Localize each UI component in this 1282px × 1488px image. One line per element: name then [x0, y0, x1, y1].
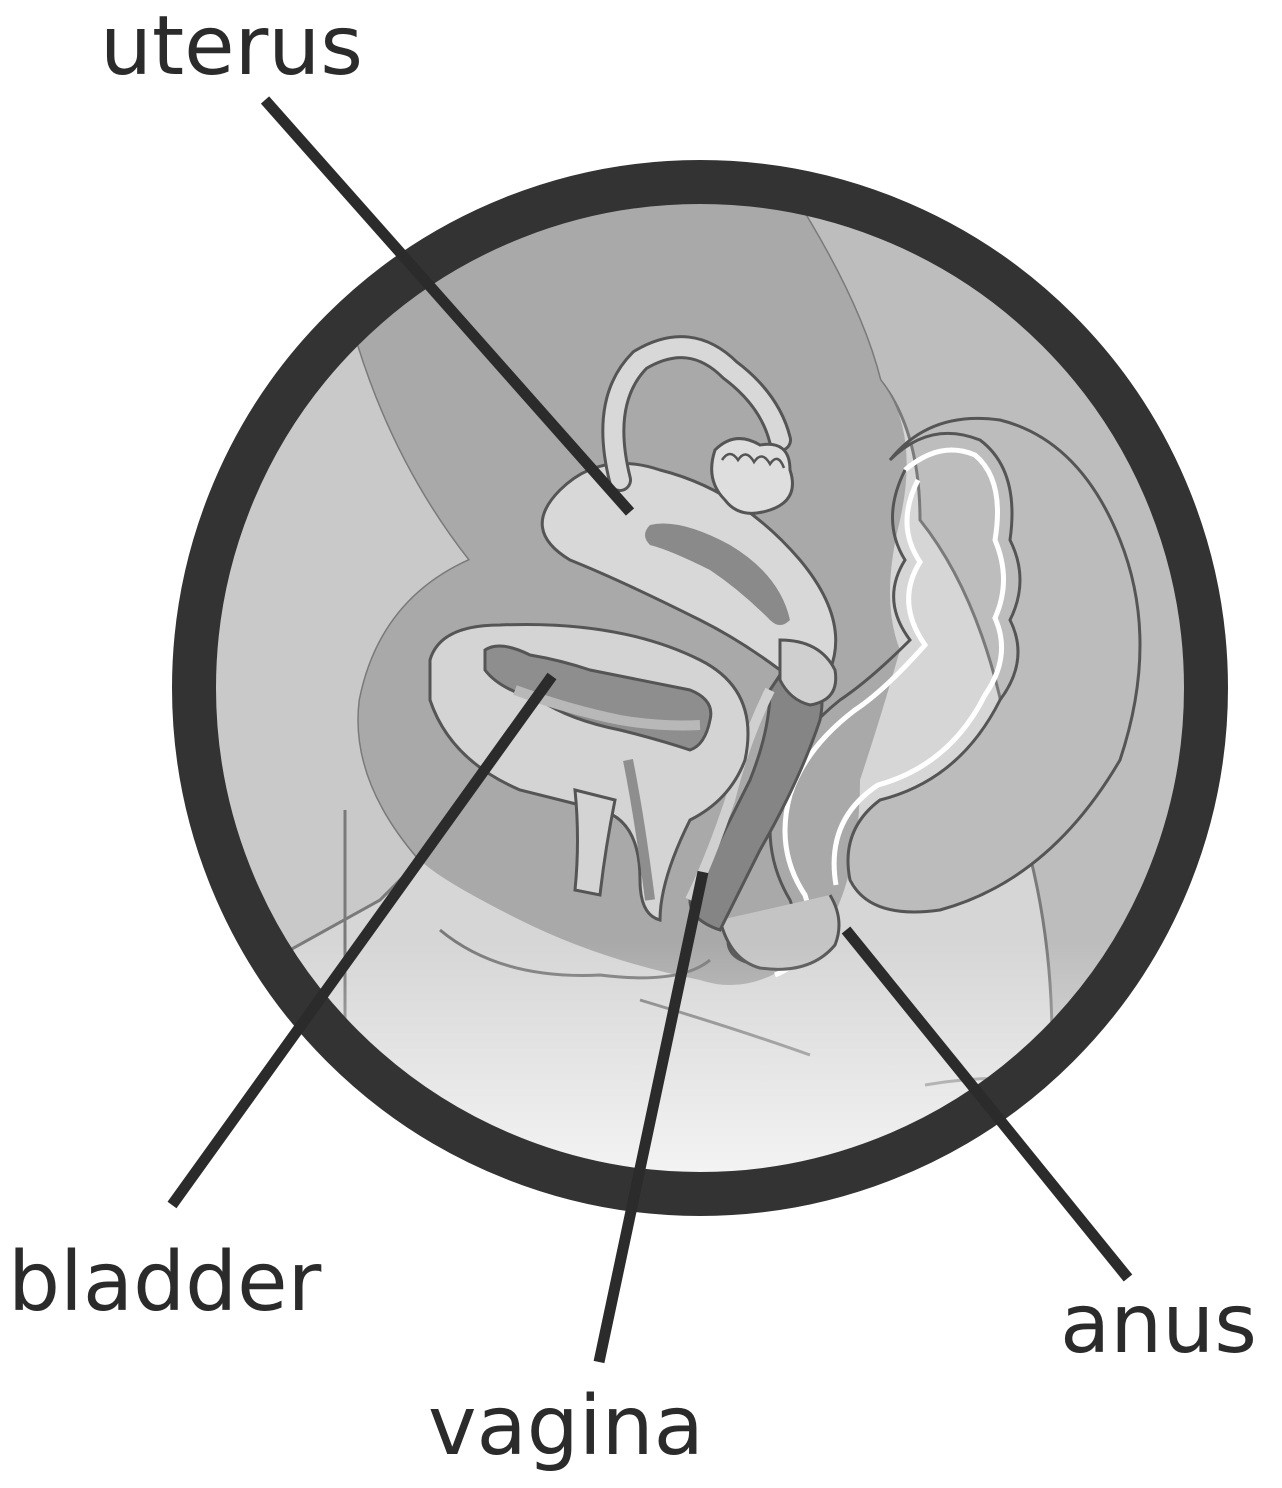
cross-section-illustration [150, 150, 1250, 1250]
label-bladder: bladder [8, 1235, 322, 1330]
label-anus: anus [1060, 1277, 1257, 1372]
label-uterus: uterus [100, 0, 363, 94]
label-vagina: vagina [428, 1379, 704, 1474]
bottom-fade [150, 150, 1250, 1250]
